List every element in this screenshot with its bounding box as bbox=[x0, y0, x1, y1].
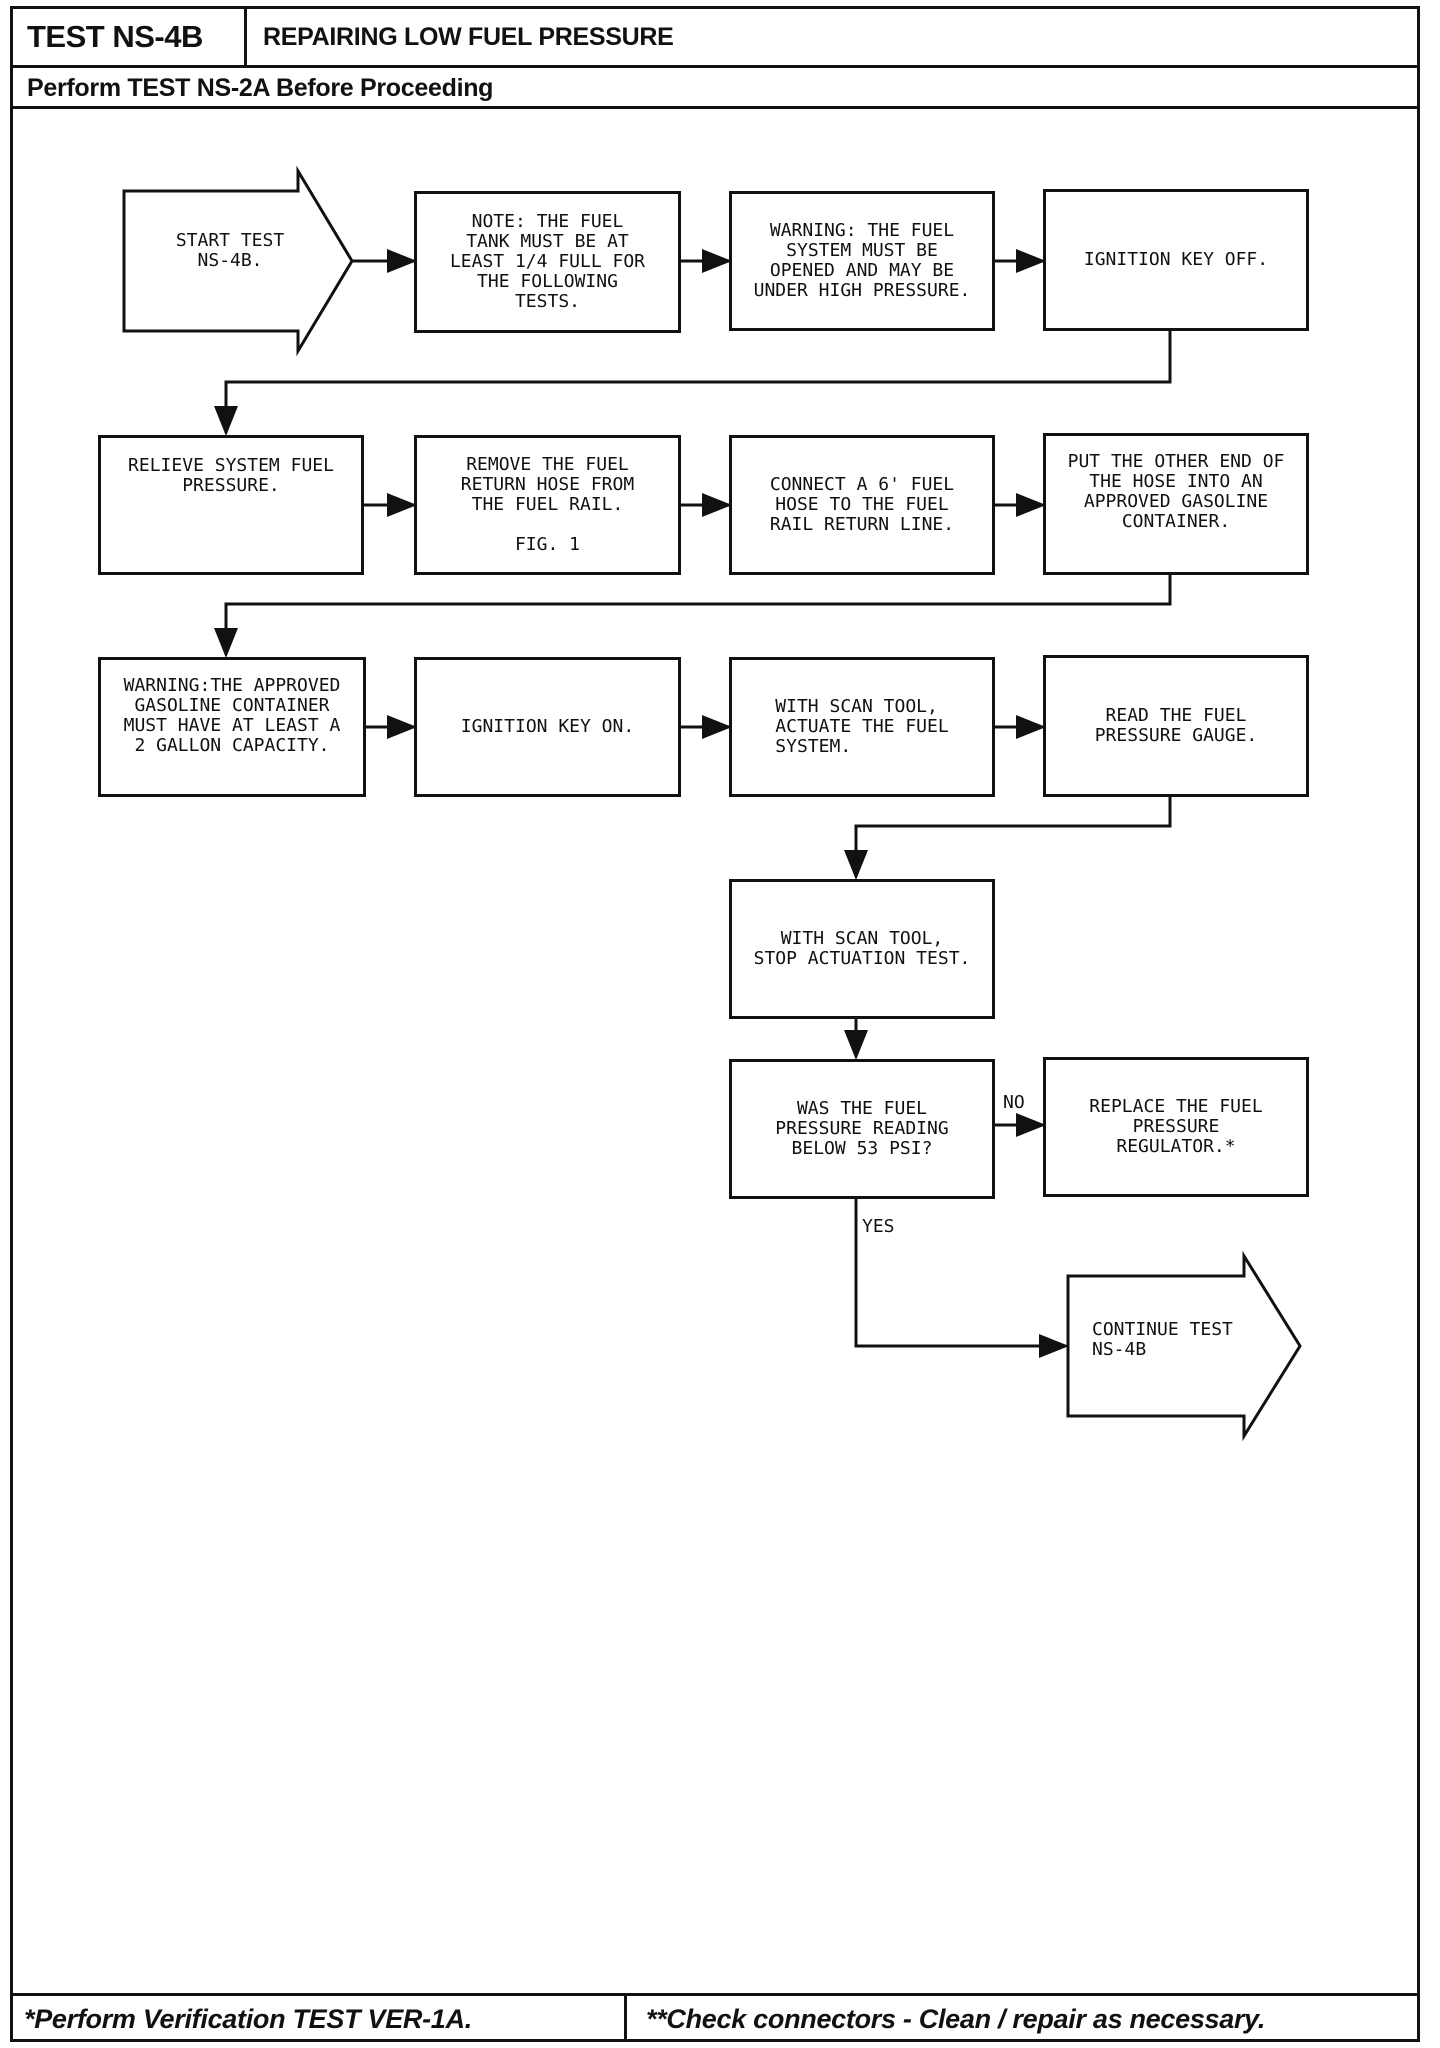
warning-container-box: WARNING:THE APPROVED GASOLINE CONTAINER … bbox=[98, 657, 366, 797]
pressure-decision-box: WAS THE FUEL PRESSURE READING BELOW 53 P… bbox=[729, 1059, 995, 1199]
connect-fuel-hose-box: CONNECT A 6' FUEL HOSE TO THE FUEL RAIL … bbox=[729, 435, 995, 575]
replace-regulator-box: REPLACE THE FUEL PRESSURE REGULATOR.* bbox=[1043, 1057, 1309, 1197]
relieve-pressure-box: RELIEVE SYSTEM FUEL PRESSURE. bbox=[98, 435, 364, 575]
warning-fuel-system-box: WARNING: THE FUEL SYSTEM MUST BE OPENED … bbox=[729, 191, 995, 331]
hose-into-container-box: PUT THE OTHER END OF THE HOSE INTO AN AP… bbox=[1043, 433, 1309, 575]
start-arrow-shape bbox=[122, 165, 354, 357]
read-pressure-gauge-box: READ THE FUEL PRESSURE GAUGE. bbox=[1043, 655, 1309, 797]
footer-verification-note: *Perform Verification TEST VER-1A. bbox=[10, 1996, 627, 2042]
footer-connectors-note: **Check connectors - Clean / repair as n… bbox=[646, 2004, 1266, 2034]
yes-branch-label: YES bbox=[862, 1216, 895, 1237]
connect-fuel-hose-text: CONNECT A 6' FUEL HOSE TO THE FUEL RAIL … bbox=[769, 474, 955, 535]
replace-regulator-text: REPLACE THE FUEL PRESSURE REGULATOR.* bbox=[1089, 1096, 1263, 1157]
note-fuel-tank-text: NOTE: THE FUEL TANK MUST BE AT LEAST 1/4… bbox=[449, 211, 646, 312]
remove-return-hose-box: REMOVE THE FUEL RETURN HOSE FROM THE FUE… bbox=[414, 435, 681, 575]
stop-actuation-text: WITH SCAN TOOL, STOP ACTUATION TEST. bbox=[753, 928, 971, 969]
hose-into-container-text: PUT THE OTHER END OF THE HOSE INTO AN AP… bbox=[1067, 451, 1285, 532]
warning-fuel-system-text: WARNING: THE FUEL SYSTEM MUST BE OPENED … bbox=[753, 220, 971, 301]
prerequisite: Perform TEST NS-2A Before Proceeding bbox=[27, 74, 494, 102]
read-pressure-gauge-text: READ THE FUEL PRESSURE GAUGE. bbox=[1094, 705, 1258, 746]
ignition-key-on-box: IGNITION KEY ON. bbox=[414, 657, 681, 797]
ignition-key-off-text: IGNITION KEY OFF. bbox=[1083, 249, 1269, 270]
no-branch-label: NO bbox=[1003, 1092, 1025, 1113]
footer-row: *Perform Verification TEST VER-1A. **Che… bbox=[10, 1993, 1420, 2042]
remove-return-hose-text: REMOVE THE FUEL RETURN HOSE FROM THE FUE… bbox=[460, 454, 635, 555]
ignition-key-off-box: IGNITION KEY OFF. bbox=[1043, 189, 1309, 331]
continue-test-label: CONTINUE TEST NS-4B bbox=[1092, 1319, 1233, 1360]
header-row: TEST NS-4B REPAIRING LOW FUEL PRESSURE bbox=[10, 6, 1420, 65]
pressure-decision-text: WAS THE FUEL PRESSURE READING BELOW 53 P… bbox=[775, 1098, 949, 1159]
warning-container-text: WARNING:THE APPROVED GASOLINE CONTAINER … bbox=[123, 675, 341, 756]
test-id: TEST NS-4B bbox=[13, 9, 247, 65]
relieve-pressure-text: RELIEVE SYSTEM FUEL PRESSURE. bbox=[128, 455, 334, 496]
actuate-fuel-system-text: WITH SCAN TOOL, ACTUATE THE FUEL SYSTEM. bbox=[775, 696, 949, 757]
actuate-fuel-system-box: WITH SCAN TOOL, ACTUATE THE FUEL SYSTEM. bbox=[729, 657, 995, 797]
note-fuel-tank-box: NOTE: THE FUEL TANK MUST BE AT LEAST 1/4… bbox=[414, 191, 681, 333]
stop-actuation-box: WITH SCAN TOOL, STOP ACTUATION TEST. bbox=[729, 879, 995, 1019]
continue-arrow-shape bbox=[1066, 1250, 1302, 1442]
prerequisite-row: Perform TEST NS-2A Before Proceeding bbox=[10, 65, 1420, 109]
start-test-label: START TEST NS-4B. bbox=[175, 230, 285, 271]
ignition-key-on-text: IGNITION KEY ON. bbox=[460, 716, 635, 737]
test-title: REPAIRING LOW FUEL PRESSURE bbox=[263, 23, 674, 51]
